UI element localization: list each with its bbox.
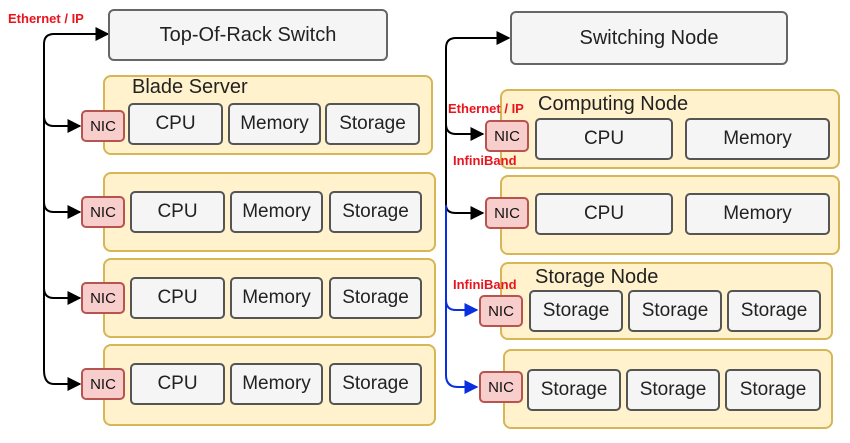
nic: NIC (81, 196, 125, 228)
storage-box: Storage (329, 277, 422, 319)
memory-box: Memory (228, 103, 321, 145)
infiniband-label-1: InfiniBand (453, 153, 517, 168)
cpu-box: CPU (130, 191, 225, 233)
cpu-box: CPU (130, 363, 225, 405)
right-infiniband-bus (445, 205, 479, 394)
infiniband-label-2: InfiniBand (453, 277, 517, 292)
storage-node-title: Storage Node (535, 266, 659, 288)
nic: NIC (479, 371, 523, 403)
ethernet-ip-label-right: Ethernet / IP (448, 101, 524, 116)
nic: NIC (81, 282, 125, 314)
computing-node-title: Computing Node (538, 93, 689, 115)
nic: NIC (81, 110, 125, 142)
cpu-box: CPU (128, 103, 223, 145)
storage-box: Storage (527, 369, 621, 411)
storage-box: Storage (626, 369, 720, 411)
cpu-box: CPU (535, 118, 673, 160)
cpu-box: CPU (535, 193, 673, 235)
top-of-rack-switch: Top-Of-Rack Switch (108, 9, 388, 61)
nic: NIC (81, 368, 125, 400)
switching-node: Switching Node (510, 11, 788, 65)
left-ethernet-bus (43, 27, 110, 391)
storage-box: Storage (529, 290, 623, 332)
memory-box: Memory (685, 118, 830, 160)
storage-box: Storage (329, 363, 422, 405)
blade-server-title: Blade Server (132, 76, 248, 98)
cpu-box: CPU (130, 277, 225, 319)
nic: NIC (485, 197, 529, 229)
storage-box: Storage (329, 191, 422, 233)
storage-box: Storage (727, 290, 821, 332)
storage-box: Storage (725, 369, 821, 411)
storage-box: Storage (325, 103, 420, 145)
storage-box: Storage (628, 290, 722, 332)
nic: NIC (485, 120, 529, 152)
memory-box: Memory (230, 277, 323, 319)
ethernet-ip-label-left: Ethernet / IP (8, 11, 84, 26)
memory-box: Memory (230, 191, 323, 233)
nic: NIC (479, 295, 523, 327)
memory-box: Memory (230, 363, 323, 405)
memory-box: Memory (685, 193, 830, 235)
